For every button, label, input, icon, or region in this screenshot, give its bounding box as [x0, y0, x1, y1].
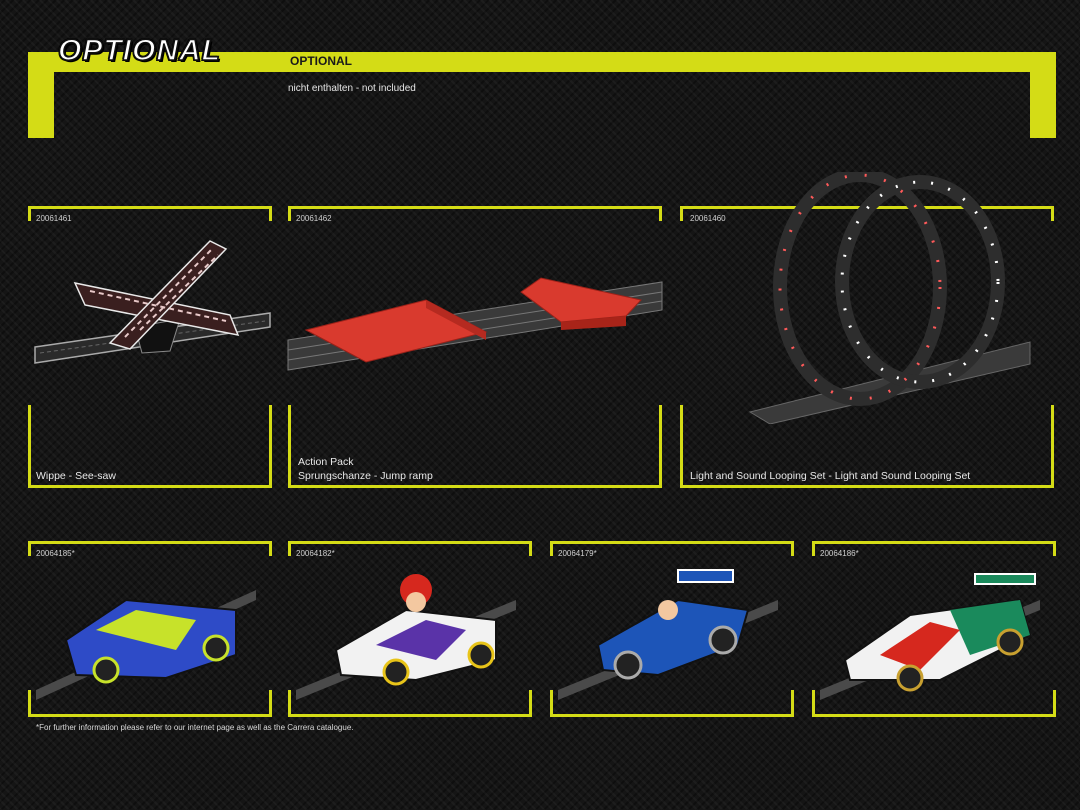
- banner-left-post: [28, 52, 54, 138]
- accessory-code: 20061461: [36, 214, 72, 223]
- accessory-frame-bottom: [680, 405, 1054, 488]
- car-code: 20064182*: [296, 549, 335, 558]
- car-frame-bottom: [288, 690, 532, 717]
- banner-subtitle: nicht enthalten - not included: [288, 83, 416, 94]
- accessory-frame-bottom: [28, 405, 272, 488]
- car-image-luigi: [558, 569, 778, 700]
- accessory-caption: Action Pack Sprungschanze - Jump ramp: [298, 455, 433, 483]
- see-saw-image: [34, 240, 271, 364]
- caption-line: Action Pack: [298, 456, 354, 468]
- jump-ramp-image: [287, 277, 663, 371]
- accessory-caption: Wippe - See-saw: [36, 469, 116, 483]
- accessory-frame-top: [288, 206, 662, 221]
- caption-line: Light and Sound Looping Set - Light and …: [690, 470, 971, 482]
- accessory-frame-bottom: [288, 405, 662, 488]
- caption-line: Wippe - See-saw: [36, 470, 116, 482]
- accessory-caption: Light and Sound Looping Set - Light and …: [690, 469, 970, 483]
- car-image-mario: [296, 574, 516, 700]
- banner-title: OPTIONAL: [57, 33, 221, 68]
- car-code: 20064186*: [820, 549, 859, 558]
- car-frame-top: [28, 541, 272, 556]
- banner-bar: [28, 52, 1056, 72]
- car-frame-top: [288, 541, 532, 556]
- car-code: 20064179*: [558, 549, 597, 558]
- car-frame-top: [550, 541, 794, 556]
- car-code: 20064185*: [36, 549, 75, 558]
- accessory-frame-top: [28, 206, 272, 221]
- car-image-ferrari: [820, 573, 1040, 700]
- accessory-code: 20061462: [296, 214, 332, 223]
- caption-line: Sprungschanze - Jump ramp: [298, 470, 433, 482]
- banner-right-post: [1030, 52, 1056, 138]
- car-frame-top: [812, 541, 1056, 556]
- car-frame-bottom: [28, 690, 272, 717]
- banner-heading: OPTIONAL: [290, 54, 352, 68]
- footnote: *For further information please refer to…: [36, 723, 354, 732]
- looping-image: [748, 172, 1031, 424]
- accessory-code: 20061460: [690, 214, 726, 223]
- car-frame-bottom: [550, 690, 794, 717]
- car-image-yoshi: [36, 590, 256, 700]
- car-frame-bottom: [812, 690, 1056, 717]
